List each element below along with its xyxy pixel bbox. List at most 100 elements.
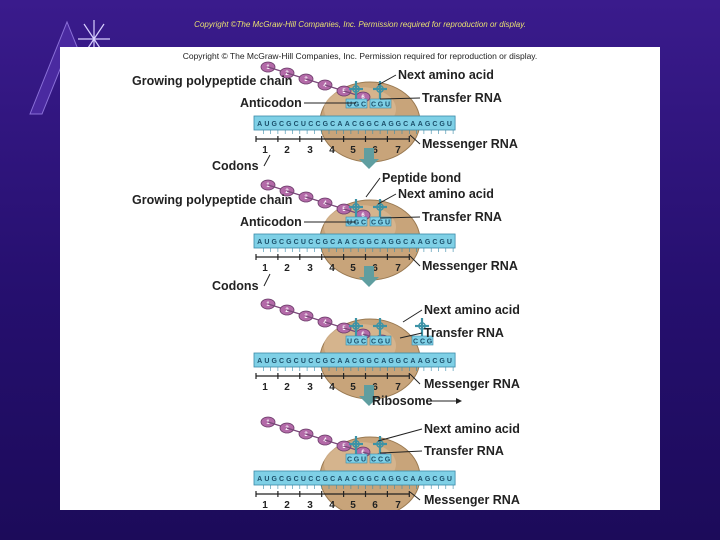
anticodon-base: G <box>385 457 391 464</box>
mrna-strand <box>253 115 456 131</box>
label-transfer-rna: Transfer RNA <box>424 326 504 340</box>
mrna-base: C <box>330 121 335 128</box>
mrna-base: G <box>286 358 292 365</box>
anticodon-base: G <box>427 339 433 346</box>
mrna-base: C <box>294 476 299 483</box>
chain-bead-number: 3 <box>304 77 308 83</box>
codon-number: 2 <box>284 500 290 510</box>
mrna-base: C <box>316 239 321 246</box>
trna-anticodon-box <box>345 335 368 346</box>
codon-number: 7 <box>395 382 401 393</box>
chain-bead-number: 1 <box>266 183 270 189</box>
mrna-base: G <box>439 358 445 365</box>
anticodon-base: C <box>371 220 376 227</box>
mrna-base: A <box>410 358 415 365</box>
mrna-base: A <box>418 121 423 128</box>
chain-bead-number: 3 <box>304 195 308 201</box>
mrna-base: C <box>308 239 313 246</box>
codon-number: 7 <box>395 500 401 510</box>
codon-number: 6 <box>372 145 378 156</box>
mrna-base: G <box>439 121 445 128</box>
chain-bead-number: 2 <box>285 71 289 77</box>
chain-bead-number: 3 <box>304 432 308 438</box>
mrna-base: G <box>323 239 329 246</box>
mrna-base: G <box>366 476 372 483</box>
label-pointer <box>377 193 397 205</box>
mrna-base: C <box>352 358 357 365</box>
mrna-base: C <box>308 358 313 365</box>
mrna-base: U <box>447 121 452 128</box>
mrna-base: G <box>272 121 278 128</box>
mrna-base: A <box>345 476 350 483</box>
mrna-base: A <box>257 358 262 365</box>
label-growing-polypeptide-chain: Growing polypeptide chain <box>132 193 292 207</box>
mrna-strand <box>253 233 456 249</box>
mrna-base: A <box>410 239 415 246</box>
mrna-base: C <box>374 121 379 128</box>
anticodon-base: C <box>378 457 383 464</box>
anticodon-base: U <box>385 102 390 109</box>
trna-loop <box>376 85 384 93</box>
chain-bead-number: 5 <box>342 207 346 213</box>
label-ribosome: Ribosome <box>372 394 432 408</box>
figure-copyright: Copyright © The McGraw-Hill Companies, I… <box>182 51 538 61</box>
anticodon-base: U <box>385 220 390 227</box>
mrna-base: G <box>388 239 394 246</box>
mrna-base: U <box>301 358 306 365</box>
anticodon-base: G <box>378 102 384 109</box>
codon-number: 5 <box>350 145 356 156</box>
mrna-base: G <box>359 239 365 246</box>
mrna-base: C <box>432 239 437 246</box>
mrna-base: U <box>264 476 269 483</box>
label-pointer <box>409 134 421 145</box>
mrna-base: G <box>323 358 329 365</box>
codon-number: 1 <box>262 263 268 274</box>
anticodon-base: G <box>354 220 360 227</box>
mrna-base: C <box>330 239 335 246</box>
anticodon-base: G <box>354 339 360 346</box>
mrna-base: C <box>374 239 379 246</box>
mrna-base: A <box>418 358 423 365</box>
trna-loop <box>352 85 360 93</box>
mrna-base: C <box>330 476 335 483</box>
chain-bead-number: 5 <box>342 444 346 450</box>
label-pointer <box>263 273 271 287</box>
label-next-amino-acid: Next amino acid <box>398 187 494 201</box>
mrna-base: A <box>345 239 350 246</box>
label-transfer-rna: Transfer RNA <box>422 210 502 224</box>
mrna-base: C <box>316 476 321 483</box>
mrna-base: C <box>403 476 408 483</box>
anticodon-base: C <box>371 102 376 109</box>
mrna-base: G <box>323 476 329 483</box>
label-pointer <box>377 428 423 442</box>
trna-anticodon-box <box>369 335 392 346</box>
chain-bead-number: 4 <box>323 438 327 444</box>
trna-loop <box>352 440 360 448</box>
codon-number: 2 <box>284 263 290 274</box>
anticodon-base: G <box>354 102 360 109</box>
anticodon-base: C <box>371 339 376 346</box>
label-peptide-bond: Peptide bond <box>382 171 461 185</box>
mrna-base: U <box>301 476 306 483</box>
chain-bead-number: 4 <box>323 201 327 207</box>
mrna-base: A <box>337 358 342 365</box>
mrna-base: A <box>257 121 262 128</box>
mrna-base: G <box>388 121 394 128</box>
mrna-base: U <box>264 121 269 128</box>
label-transfer-rna: Transfer RNA <box>424 444 504 458</box>
mrna-base: G <box>359 476 365 483</box>
label-pointer <box>409 255 421 267</box>
mrna-strand <box>253 470 456 486</box>
mrna-base: C <box>374 358 379 365</box>
anticodon-base: C <box>347 457 352 464</box>
mrna-base: A <box>257 476 262 483</box>
mrna-base: A <box>381 476 386 483</box>
mrna-strand <box>253 352 456 368</box>
mrna-base: C <box>308 121 313 128</box>
mrna-base: G <box>425 239 431 246</box>
trna-loop <box>352 203 360 211</box>
